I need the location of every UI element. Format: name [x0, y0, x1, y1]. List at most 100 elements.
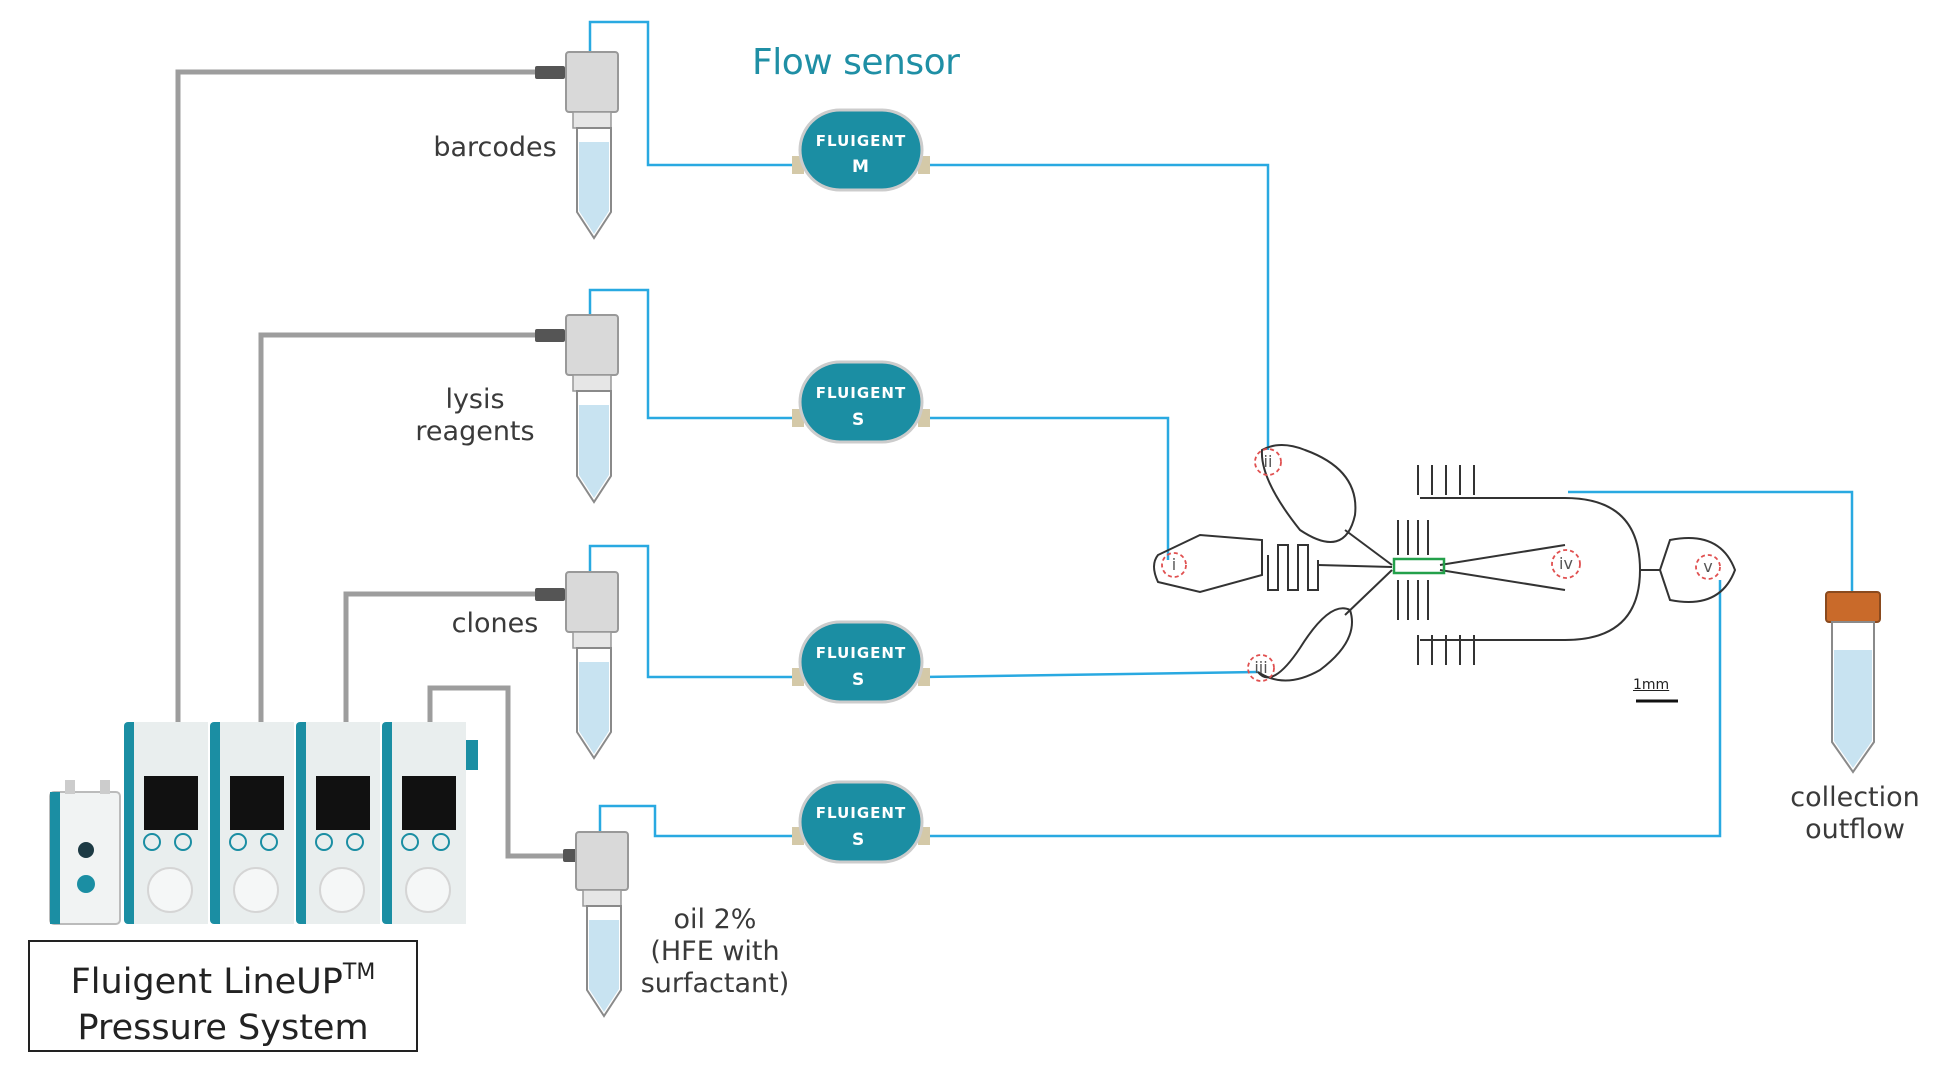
sensor-2-type: S [852, 410, 865, 430]
port-label-v: v [1703, 557, 1713, 576]
lineup-controller [49, 722, 478, 925]
port-iv [1551, 549, 1581, 579]
port-label-ii: ii [1263, 452, 1273, 471]
reservoir-liquid [579, 662, 609, 754]
comb-bottom [1417, 635, 1475, 665]
system-label-line2: Pressure System [77, 1008, 369, 1048]
tubing-oil-in [598, 804, 800, 838]
system-label-tm: TM [342, 960, 376, 985]
reservoir-lysis [565, 314, 619, 504]
flow-sensor-2 [792, 360, 930, 444]
microfluidic-chip [1153, 444, 1737, 682]
channel-iii [1344, 569, 1393, 616]
port-label-iii: iii [1254, 658, 1268, 677]
tubing-collection [1568, 490, 1854, 592]
pressure-connectors [535, 66, 579, 862]
scale-bar-label: 1mm [1633, 677, 1670, 693]
port-iii [1247, 654, 1275, 682]
pressure-line-lysis [258, 332, 535, 722]
port-v [1695, 554, 1721, 580]
lineup-link-module [49, 791, 121, 925]
delay-loop [1420, 497, 1642, 641]
flow-sensor-3 [792, 620, 930, 704]
sensor-body [798, 780, 924, 864]
channel-main [1317, 564, 1393, 568]
pressure-module-3 [296, 722, 380, 924]
pressure-module-1 [124, 722, 208, 924]
tubing-clones-out [921, 670, 1259, 679]
pressure-line-barcodes [175, 69, 535, 722]
pressure-lines [175, 69, 566, 859]
junction-meander-bottom [1397, 580, 1429, 620]
pressure-line-oil [427, 685, 566, 859]
collection-tube [1825, 591, 1881, 774]
chamber-v [1640, 537, 1737, 603]
chamber-ii [1260, 444, 1357, 543]
comb-top [1417, 465, 1475, 495]
port-ii [1254, 448, 1282, 476]
reservoir-neck [572, 374, 612, 392]
droplet-junction-highlight [1392, 557, 1446, 575]
collection-cap [1825, 591, 1881, 623]
reservoir-label-lysis: lysis reagents [415, 384, 535, 447]
sensor-3-type: S [852, 670, 865, 690]
reservoir-neck [572, 111, 612, 129]
reservoir-oil [575, 831, 629, 1018]
serpentine-i [1267, 544, 1319, 591]
channel-ii [1344, 529, 1393, 566]
reservoir-label-clones: clones [451, 608, 539, 639]
fan-channels [1439, 544, 1566, 591]
tubing-barcodes-out [922, 163, 1270, 450]
sensor-4-type: S [852, 830, 865, 850]
collection-outflow-label: collection outflow [1790, 782, 1920, 845]
reservoir-neck [572, 631, 612, 649]
reservoir-label-oil: oil 2% (HFE with surfactant) [640, 904, 790, 999]
module-screen [144, 776, 198, 830]
reservoir-neck [582, 889, 622, 907]
sensor-4-brand: FLUIGENT [815, 804, 907, 822]
system-label-line1: Fluigent LineUP [70, 962, 343, 1002]
flow-sensor-1 [792, 108, 930, 192]
module-screen [316, 776, 370, 830]
module-screen [230, 776, 284, 830]
lineup-link-stripe [50, 792, 60, 924]
collection-liquid [1834, 650, 1872, 768]
chip-ports [1161, 448, 1721, 682]
tubing-barcodes-in [588, 20, 800, 167]
reservoir-label-barcodes: barcodes [433, 132, 557, 163]
flow-sensor-4 [792, 780, 930, 864]
reservoir-barcodes [565, 51, 619, 240]
module-screen [402, 776, 456, 830]
tubing-clones-in [588, 544, 800, 679]
sensor-2-brand: FLUIGENT [815, 384, 907, 402]
logo-icon [78, 842, 94, 858]
reservoir-cap [575, 831, 629, 891]
sensor-body [798, 108, 924, 192]
tubing-lysis-in [588, 288, 800, 420]
reservoir-liquid [579, 405, 609, 498]
sensor-body [798, 620, 924, 704]
chamber-i [1153, 533, 1263, 594]
reservoir-liquid [579, 142, 609, 234]
sensor-body [798, 360, 924, 444]
reservoir-liquid [589, 920, 619, 1012]
port-i [1161, 552, 1187, 578]
tubing-oil-out [922, 580, 1722, 838]
fluid-tubing [588, 20, 1854, 838]
flow-sensor-title: Flow sensor [752, 42, 960, 83]
pressure-module-2 [210, 722, 294, 924]
lineup-system-label: Fluigent LineUPTM Pressure System [28, 940, 418, 1052]
sensor-1-type: M [852, 157, 869, 177]
pressure-module-4 [382, 722, 478, 924]
pressure-line-clones [343, 591, 535, 722]
power-icon [77, 875, 95, 893]
sensor-3-brand: FLUIGENT [815, 644, 907, 662]
junction-meander-top [1397, 520, 1429, 555]
reservoir-cap [565, 314, 619, 376]
reservoir-cap [565, 571, 619, 633]
port-label-iv: iv [1559, 554, 1573, 573]
port-label-i: i [1171, 555, 1177, 574]
reservoir-cap [565, 51, 619, 113]
tubing-lysis-out [922, 416, 1170, 560]
